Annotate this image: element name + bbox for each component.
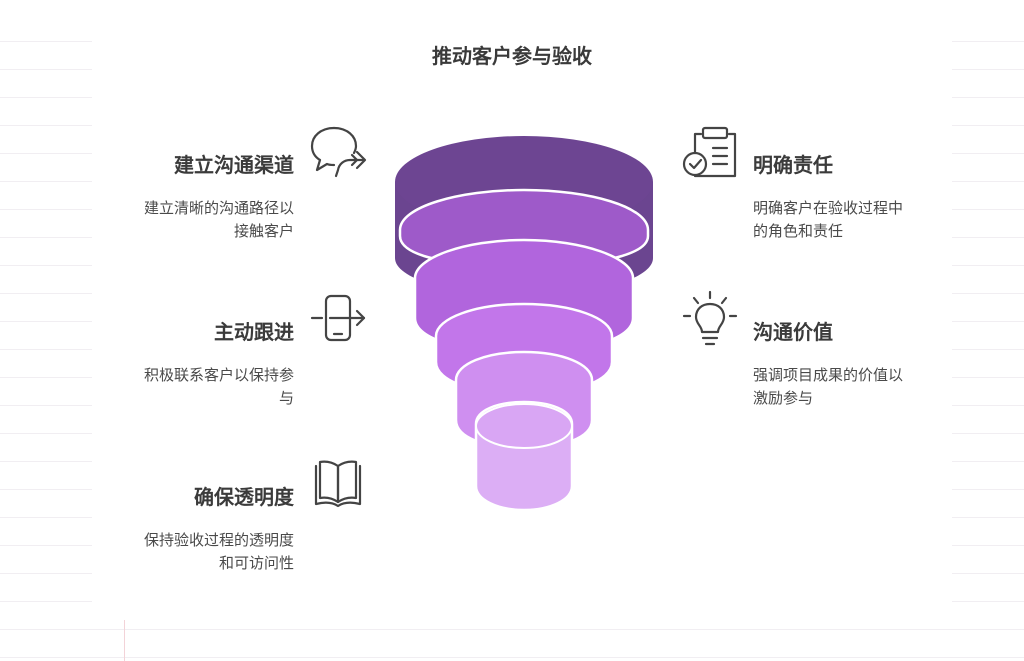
item-communicate-value: 沟通价值 强调项目成果的价值以 激励参与 [753,318,953,410]
item-description-line: 保持验收过程的透明度 [143,531,294,549]
item-clear-responsibility: 明确责任 明确客户在验收过程中 的角色和责任 [753,151,953,243]
item-description-line: 强调项目成果的价值以 [753,366,904,384]
item-description: 积极联系客户以保持参 与 [94,364,294,410]
margin-line [124,618,125,661]
lightbulb-icon [682,290,738,348]
item-description-line: 的角色和责任 [753,222,844,240]
item-transparency: 确保透明度 保持验收过程的透明度 和可访问性 [94,483,294,575]
item-description: 明确客户在验收过程中 的角色和责任 [753,197,953,243]
funnel-layer-6 [474,400,574,512]
item-description-line: 与 [278,389,294,407]
item-description: 强调项目成果的价值以 激励参与 [753,364,953,410]
item-description: 保持验收过程的透明度 和可访问性 [94,529,294,575]
open-book-icon [312,456,364,512]
item-heading: 主动跟进 [214,320,294,344]
item-description-line: 积极联系客户以保持参 [143,366,294,384]
phone-exit-icon [310,292,370,344]
item-communication-channel: 建立沟通渠道 建立清晰的沟通路径以 接触客户 [94,151,294,243]
item-description-line: 和可访问性 [218,554,294,572]
chat-arrow-icon [308,124,370,182]
item-description-line: 明确客户在验收过程中 [753,199,904,217]
item-heading: 明确责任 [753,153,833,177]
item-heading: 沟通价值 [753,320,833,344]
item-description-line: 建立清晰的沟通路径以 [143,199,294,217]
item-description-line: 激励参与 [753,389,814,407]
item-heading: 建立沟通渠道 [174,153,294,177]
diagram-title: 推动客户参与验收 [432,44,592,68]
clipboard-check-icon [681,124,741,182]
item-proactive-followup: 主动跟进 积极联系客户以保持参 与 [94,318,294,410]
item-description-line: 接触客户 [233,222,294,240]
item-description: 建立清晰的沟通路径以 接触客户 [94,197,294,243]
item-heading: 确保透明度 [194,485,294,509]
